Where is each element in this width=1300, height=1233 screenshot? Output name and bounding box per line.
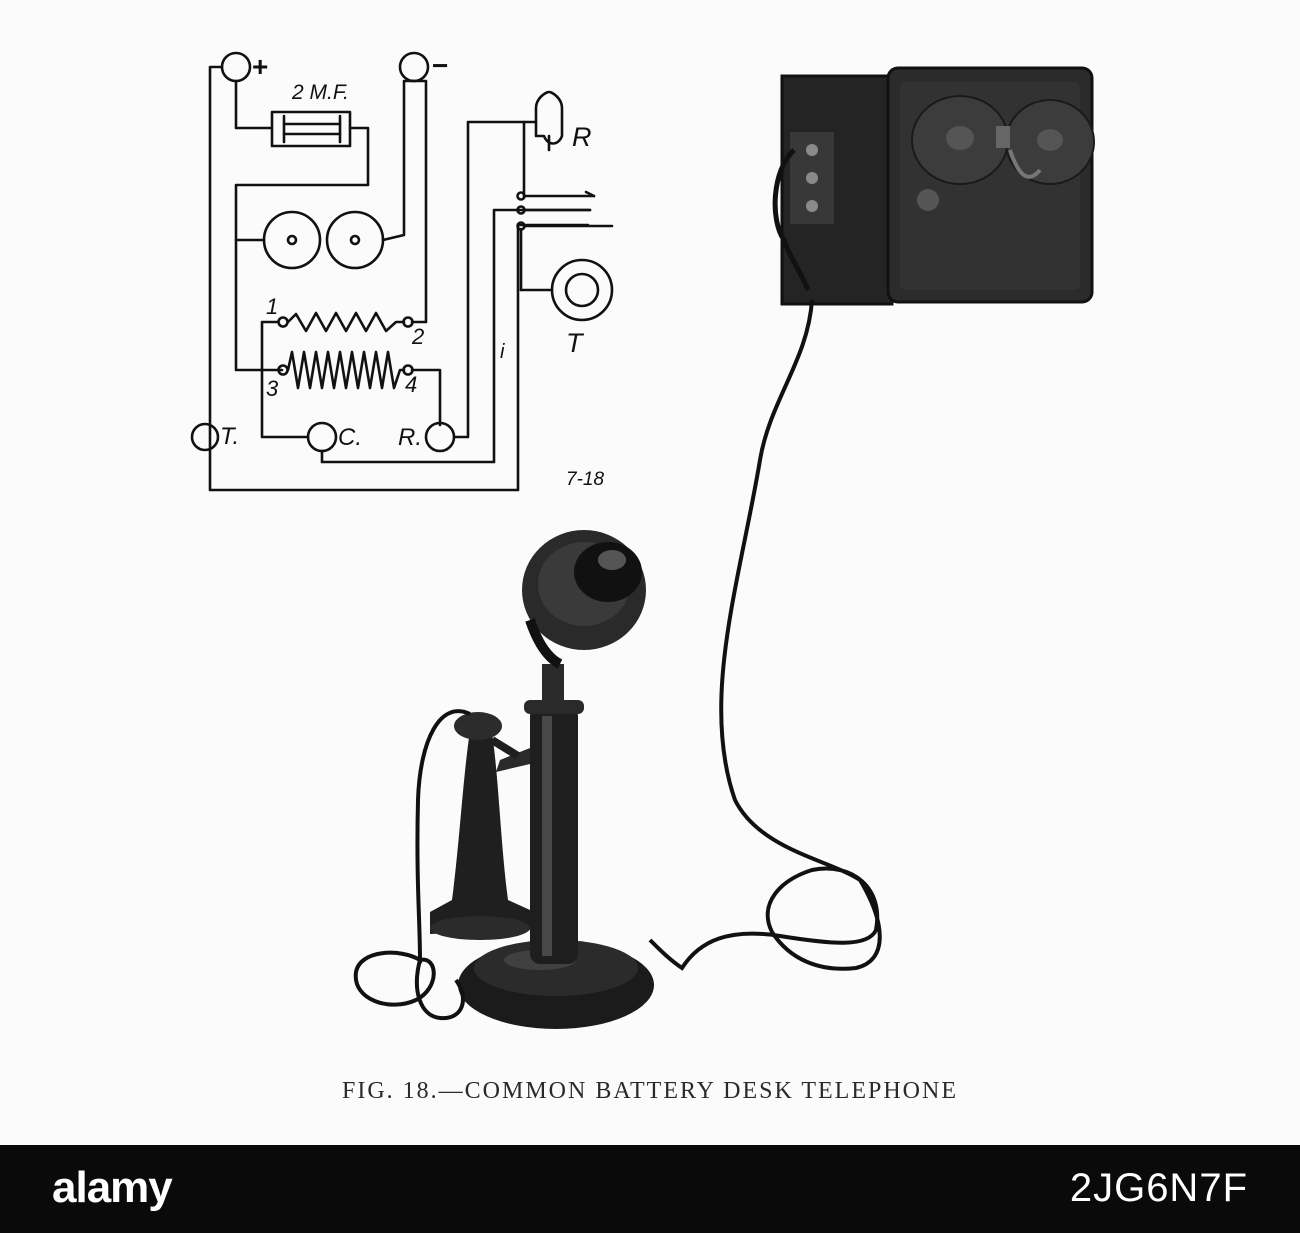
label-minus: − — [432, 50, 449, 81]
stock-logo: alamy — [52, 1163, 173, 1212]
terminal-r — [424, 421, 456, 453]
receiver-symbol — [522, 90, 564, 198]
terminal-t — [190, 422, 220, 452]
hook-switch — [516, 190, 614, 292]
illustration — [190, 51, 1095, 1029]
label-term-t: T. — [220, 423, 240, 450]
terminal-c — [306, 421, 338, 453]
wall-bell-box — [772, 66, 1095, 306]
label-coil-1: 1 — [266, 294, 279, 319]
candlestick-telephone — [353, 530, 654, 1029]
label-coil-4: 4 — [405, 372, 418, 397]
terminal-plus — [220, 51, 252, 83]
induction-coil-primary — [277, 311, 414, 333]
induction-coil-secondary — [277, 350, 414, 390]
label-coil-2: 2 — [412, 324, 425, 349]
capacitor-symbol — [270, 110, 352, 148]
drawing-number: 7-18 — [566, 469, 605, 490]
label-plus: + — [252, 51, 269, 82]
terminal-minus — [398, 51, 430, 83]
label-coil-3: 3 — [266, 376, 279, 401]
stock-image-id: 2JG6N7F — [1069, 1166, 1248, 1210]
stock-watermark-bar — [0, 1145, 1300, 1233]
figure-caption: FIG. 18.—COMMON BATTERY DESK TELEPHONE — [341, 1078, 959, 1104]
telephone-cord — [648, 299, 882, 971]
label-wire-i: i — [500, 341, 505, 363]
label-term-c: C. — [338, 424, 362, 451]
wiring-diagram — [190, 51, 614, 492]
label-receiver: R — [572, 122, 592, 152]
label-transmitter: T — [566, 328, 583, 358]
label-capacitor: 2 M.F. — [292, 81, 349, 104]
transmitter-symbol — [519, 258, 614, 322]
ringer-coils — [262, 210, 385, 270]
label-term-r: R. — [398, 424, 422, 451]
